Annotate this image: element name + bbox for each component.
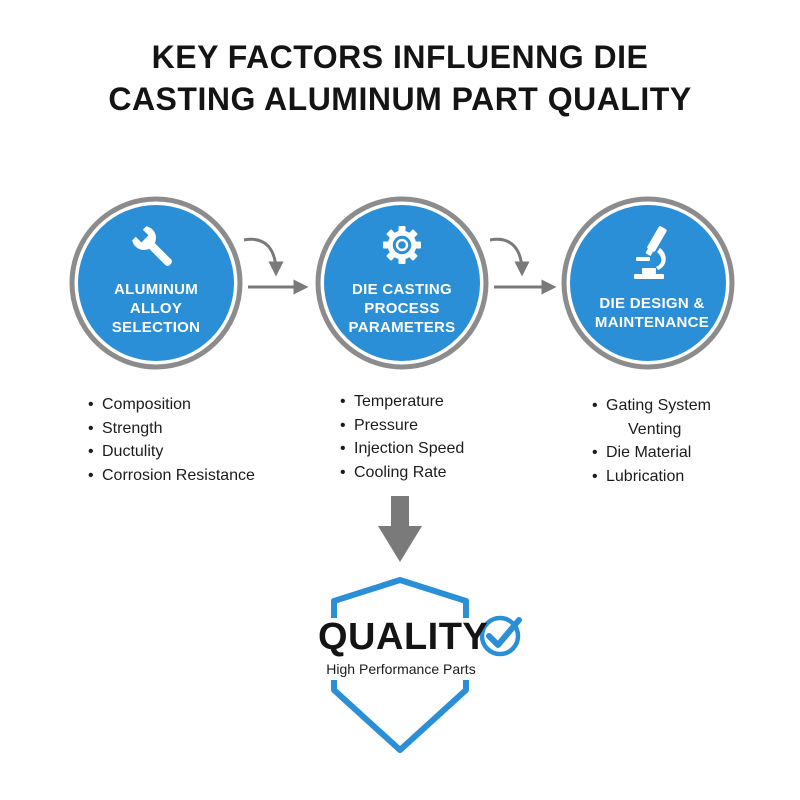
list-item: Injection Speed bbox=[340, 437, 464, 461]
factor-3-label-line-2: MAINTENANCE bbox=[594, 314, 710, 331]
factor-1-list: Composition Strength Ductulity Corrosion… bbox=[88, 393, 255, 487]
list-item: Composition bbox=[88, 393, 255, 417]
down-arrow bbox=[378, 496, 422, 562]
quality-subtitle: High Performance Parts bbox=[326, 661, 476, 677]
factor-3-list: Gating System Venting Die Material Lubri… bbox=[592, 394, 711, 488]
wrench-icon bbox=[132, 226, 172, 266]
factor-1-circle bbox=[69, 196, 243, 370]
list-item: Lubrication bbox=[592, 465, 711, 489]
microscope-icon bbox=[634, 226, 667, 279]
list-item: Die Material bbox=[592, 441, 711, 465]
arrow-factor-1-to-2 bbox=[243, 237, 309, 295]
factor-2-circle bbox=[315, 196, 489, 370]
factor-3-label-line-1: DIE DESIGN & bbox=[599, 295, 705, 312]
quality-heading: QUALITY bbox=[318, 616, 489, 658]
factor-2-label-line-3: PARAMETERS bbox=[348, 319, 456, 336]
factor-2-label: DIE CASTING PROCESS PARAMETERS bbox=[340, 280, 464, 337]
factor-2-label-line-2: PROCESS bbox=[364, 300, 440, 317]
factor-1-label-line-1: ALUMINUM bbox=[113, 281, 199, 298]
factor-3-label: DIE DESIGN & MAINTENANCE bbox=[586, 294, 718, 332]
shield-icon bbox=[330, 577, 526, 753]
list-item: Ductulity bbox=[88, 440, 255, 464]
page-title-line-2: CASTING ALUMINUM PART QUALITY bbox=[108, 81, 692, 117]
list-item: Temperature bbox=[340, 390, 464, 414]
list-item: Cooling Rate bbox=[340, 461, 464, 485]
gear-icon bbox=[383, 226, 421, 264]
list-item: Corrosion Resistance bbox=[88, 464, 255, 488]
factor-2-list: Temperature Pressure Injection Speed Coo… bbox=[340, 390, 464, 484]
page-title-line-1: KEY FACTORS INFLUENNG DIE bbox=[151, 39, 649, 75]
factor-1-label-line-2: ALLOY bbox=[129, 300, 183, 317]
check-circle-icon bbox=[479, 615, 522, 657]
arrow-factor-2-to-3 bbox=[489, 237, 557, 295]
list-item: Gating System bbox=[592, 394, 711, 418]
factor-3-circle bbox=[561, 196, 735, 370]
list-item: Strength bbox=[88, 417, 255, 441]
list-item: Venting bbox=[628, 420, 682, 438]
factor-1-label-line-3: SELECTION bbox=[111, 319, 201, 336]
factor-2-label-line-1: DIE CASTING bbox=[352, 281, 452, 298]
factor-1-label: ALUMINUM ALLOY SELECTION bbox=[94, 280, 218, 337]
list-item: Pressure bbox=[340, 414, 464, 438]
